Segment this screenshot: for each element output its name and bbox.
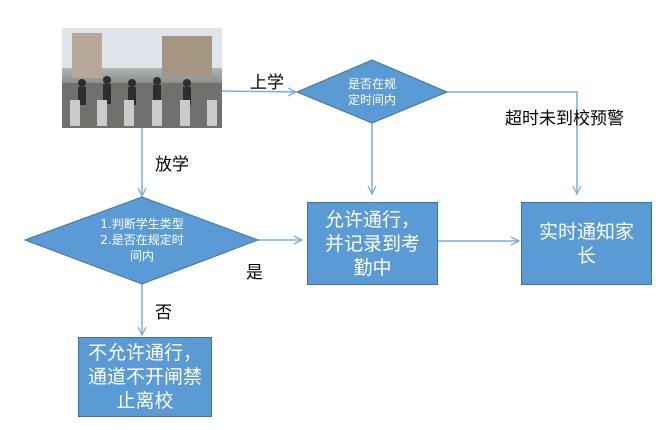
decision-dismissal-diamond (23, 196, 260, 285)
decision-arrival-line2: 定时间内 (347, 93, 396, 107)
decision-arrival-text: 是否在规 定时间内 (322, 76, 422, 108)
decision-arrival-line1: 是否在规 (347, 77, 396, 91)
decision-dismissal-line1: 1.判断学生类型 (100, 217, 184, 231)
no-label: 否 (155, 303, 172, 323)
allow-pass-box: 允许通行，并记录到考勤中 (307, 202, 438, 285)
arrival-label: 上学 (250, 73, 284, 93)
decision-dismissal-line2: 2.是否在规定时 (100, 233, 184, 247)
decision-dismissal-text: 1.判断学生类型 2.是否在规定时 间内 (82, 216, 202, 264)
arrow-overdue-to-notify (447, 91, 577, 194)
photo-illustration (62, 28, 222, 128)
school-gate-photo (62, 28, 222, 128)
decision-dismissal-line3: 间内 (129, 249, 154, 263)
notify-parent-box: 实时通知家长 (521, 202, 652, 285)
yes-label: 是 (246, 263, 263, 283)
overdue-alert-label: 超时未到校预警 (505, 109, 624, 129)
decision-arrival-diamond (295, 59, 449, 124)
arrow-photo-to-arrival-check (221, 91, 296, 92)
dismissal-label: 放学 (155, 155, 189, 175)
deny-pass-box: 不允许通行，通道不开闸禁止离校 (78, 337, 212, 417)
